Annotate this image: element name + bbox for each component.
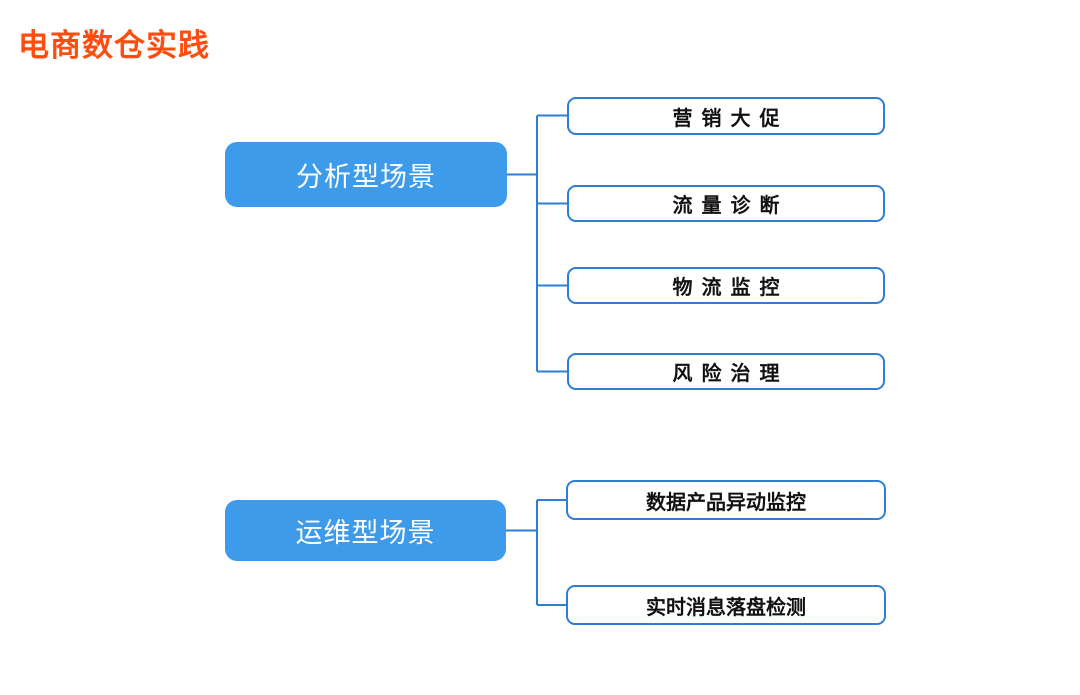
page-title: 电商数仓实践: [18, 28, 210, 63]
leaf-node-logistics-monitoring: 物流监控: [567, 267, 885, 304]
parent-node-analysis-scenarios: 分析型场景: [225, 142, 507, 207]
leaf-node-traffic-diagnosis: 流量诊断: [567, 185, 885, 222]
leaf-node-marketing-promotion: 营销大促: [567, 97, 885, 135]
leaf-node-data-product-anomaly-monitoring: 数据产品异动监控: [566, 480, 886, 520]
leaf-node-realtime-message-disk-check: 实时消息落盘检测: [566, 585, 886, 625]
parent-node-ops-scenarios: 运维型场景: [225, 500, 506, 561]
leaf-node-risk-governance: 风险治理: [567, 353, 885, 390]
